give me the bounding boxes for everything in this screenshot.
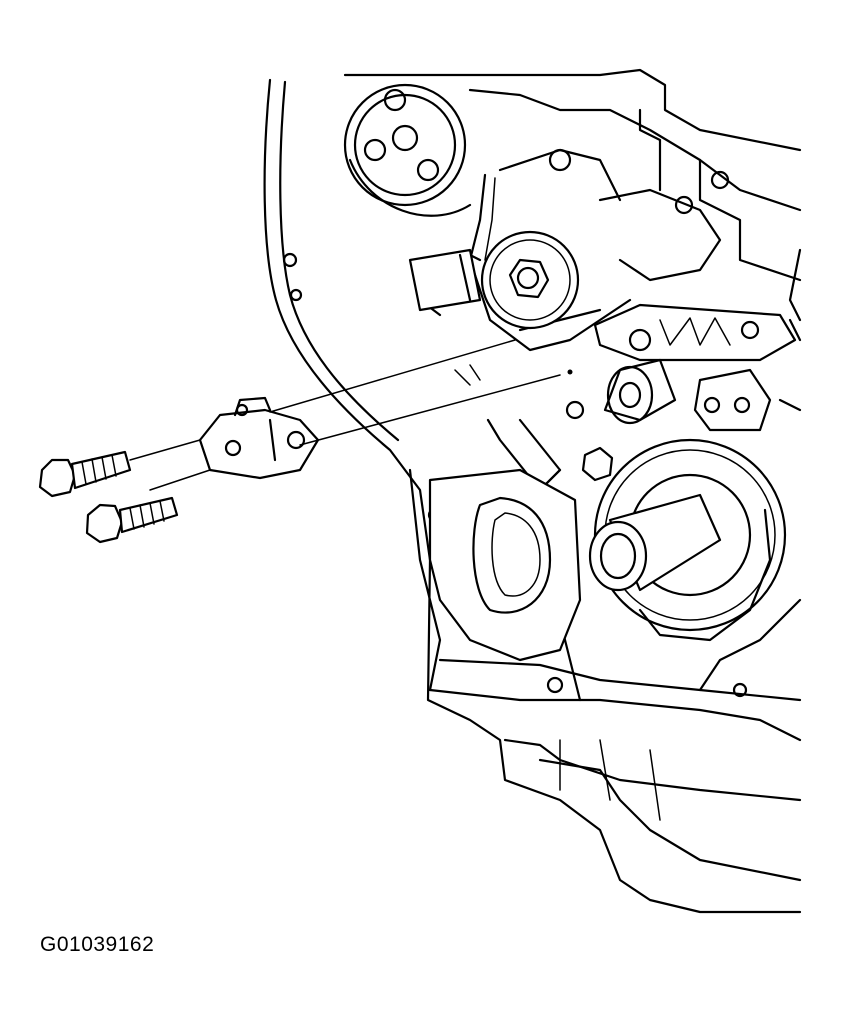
crankshaft-nose: [588, 493, 722, 592]
upper-left-sprocket: [343, 83, 472, 217]
upper-chain-guide: [593, 303, 797, 362]
installation-alignment-lines: [129, 339, 561, 491]
figure-reference-code: G01039162: [40, 933, 155, 956]
tensioner-bracket: [408, 248, 482, 312]
idler-shaft: [603, 358, 677, 425]
tensioner-bolts: [38, 450, 179, 544]
lower-bolt: [85, 496, 179, 544]
oil-pump-block: [693, 368, 772, 432]
camshaft-sprocket: [418, 230, 580, 330]
detail-marks: [454, 364, 573, 386]
front-cover-lower: [428, 468, 582, 662]
upper-bolt: [38, 450, 132, 498]
chain-tensioner: [198, 396, 320, 480]
center-bolt: [581, 446, 614, 482]
